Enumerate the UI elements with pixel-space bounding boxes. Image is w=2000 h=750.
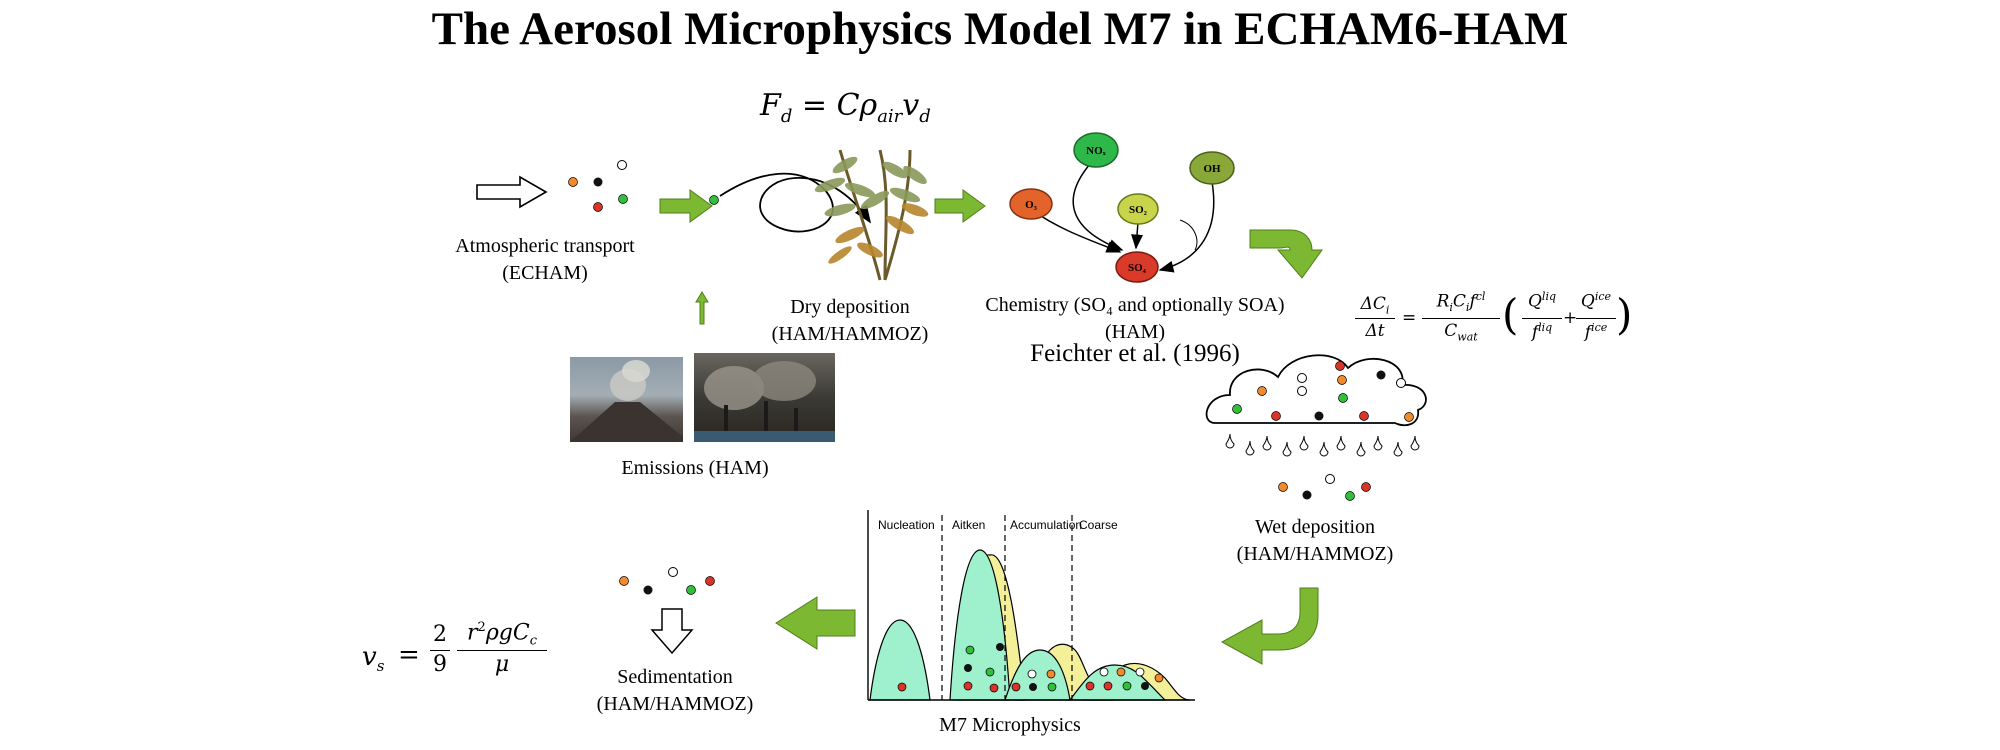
so4-label: SO₄ [1128, 262, 1147, 274]
green-arrow-icon [934, 189, 986, 223]
oh-molecule-icon [1189, 151, 1235, 185]
transport-label-line1: Atmospheric transport [455, 235, 635, 257]
so2-molecule-icon [1117, 193, 1159, 225]
wet-deposition-label-line2: (HAM/HAMMOZ) [1236, 543, 1394, 565]
microphysics-label-line1: M7 Microphysics [939, 714, 1081, 736]
rain-drops [1225, 433, 1420, 457]
mode-label-coarse: Coarse [1079, 518, 1118, 532]
dry-deposition-equation: Fd = Cρairvd [760, 88, 931, 127]
fern-icon [814, 149, 929, 281]
mode-label-accumulation: Accumulation [1010, 518, 1083, 532]
transport-particles [568, 160, 628, 212]
diagram-title: The Aerosol Microphysics Model M7 in ECH… [431, 3, 1569, 55]
volcano-photo [570, 357, 683, 442]
cloud-icon [1205, 354, 1427, 427]
dry-deposition-label-line1: Dry deposition [790, 296, 910, 318]
mode-label-nucleation: Nucleation [878, 518, 935, 532]
o3-molecule-icon [1009, 188, 1053, 220]
sedimentation-label-line2: (HAM/HAMMOZ) [596, 693, 754, 715]
wet-deposition-label-line1: Wet deposition [1254, 516, 1376, 538]
chemistry-label-line1: Chemistry (SO₄ and optionally SOA) [985, 294, 1285, 316]
o3-label: O₃ [1025, 199, 1038, 211]
emissions-label-line1: Emissions (HAM) [621, 457, 769, 479]
chemistry-citation: Feichter et al. (1996) [1030, 340, 1240, 367]
nox-label: NOₓ [1086, 145, 1107, 157]
curved-green-arrow-icon [1220, 587, 1319, 665]
emission-up-arrow-icon [695, 291, 709, 325]
curved-green-arrow-icon [1249, 229, 1323, 279]
wet-deposition-equation: ΔCi Δt = RiCifcl Cwat ( Qliq fliq + Qice… [1350, 290, 1635, 350]
transport-arrow-icon [476, 175, 548, 209]
mode-label-aitken: Aitken [952, 518, 986, 532]
green-arrow-icon [659, 189, 713, 223]
chemistry-label: Chemistry (SO₄ and optionally SOA) (HAM) [965, 292, 1305, 346]
sedimentation-equation: vs = 2 9 r2ρgCc μ [362, 620, 552, 688]
cloud-particles [1232, 361, 1414, 422]
wet-deposition-label: Wet deposition (HAM/HAMMOZ) [1210, 514, 1420, 568]
sedimentation-down-arrow-icon [650, 608, 694, 655]
dry-deposition-label-line2: (HAM/HAMMOZ) [771, 323, 929, 345]
sedimentation-particles [619, 567, 715, 595]
m7-mode-distribution-plot [867, 510, 1195, 701]
chemistry-label-line2: (HAM) [1105, 321, 1165, 343]
transport-label-line2: (ECHAM) [502, 262, 588, 284]
so4-molecule-icon [1115, 251, 1159, 283]
green-arrow-left-icon [775, 596, 856, 650]
wet-deposited-particles [1278, 474, 1371, 501]
sedimentation-label-line1: Sedimentation [617, 666, 733, 688]
sedimentation-label: Sedimentation (HAM/HAMMOZ) [570, 664, 780, 718]
so2-label: SO₂ [1129, 204, 1148, 216]
chemistry-reaction-diagram: NOₓ OH O₃ SO₂ SO₄ [1009, 132, 1235, 283]
emissions-label: Emissions (HAM) [590, 455, 800, 482]
smoke-photo [694, 353, 835, 442]
dry-deposition-path [719, 172, 872, 233]
transport-label: Atmospheric transport (ECHAM) [420, 233, 670, 287]
microphysics-label: M7 Microphysics [900, 712, 1120, 739]
dry-deposition-label: Dry deposition (HAM/HAMMOZ) [735, 294, 965, 348]
oh-label: OH [1203, 163, 1221, 175]
nox-molecule-icon [1073, 132, 1119, 168]
